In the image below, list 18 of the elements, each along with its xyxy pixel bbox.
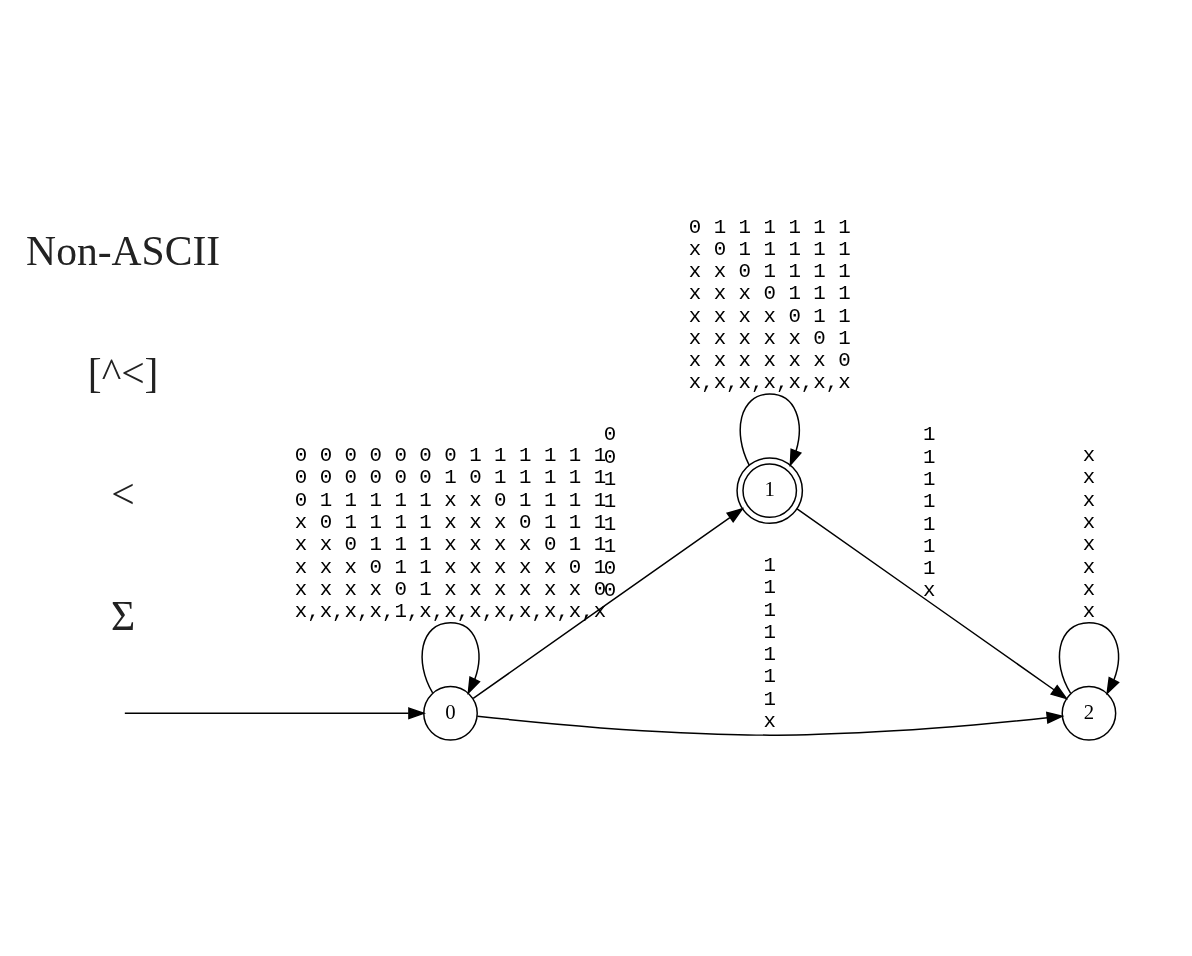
arrow (796, 508, 1069, 700)
node-circle: 0 (423, 685, 478, 741)
arrow (1058, 622, 1120, 696)
edge-label: 1 1 1 1 1 1 1 x (763, 554, 776, 733)
label: [^<] (87, 349, 159, 396)
arrow (476, 711, 1065, 736)
arrow (739, 393, 803, 467)
arrow (472, 507, 745, 700)
arrow (124, 707, 426, 720)
edge-label: 1 1 1 1 1 1 1 x (923, 423, 936, 603)
label: < (111, 471, 135, 518)
arrow (421, 622, 481, 695)
label: Σ (111, 593, 136, 640)
edge-label: 0 1 1 1 1 1 1 x 0 1 1 1 1 1 x x 0 1 1 1 1 x x x 0 1 1 1 x x x x 0 1 1 x x x x x 0 1 x x x x x x 0 x,x,x,x,x,x,x (688, 215, 851, 395)
node-circle: 2 (1061, 685, 1117, 741)
label: Non-ASCII (26, 227, 221, 274)
node-circle: 1 (736, 457, 804, 525)
edge-label: x x x x x x x x (1082, 444, 1096, 624)
